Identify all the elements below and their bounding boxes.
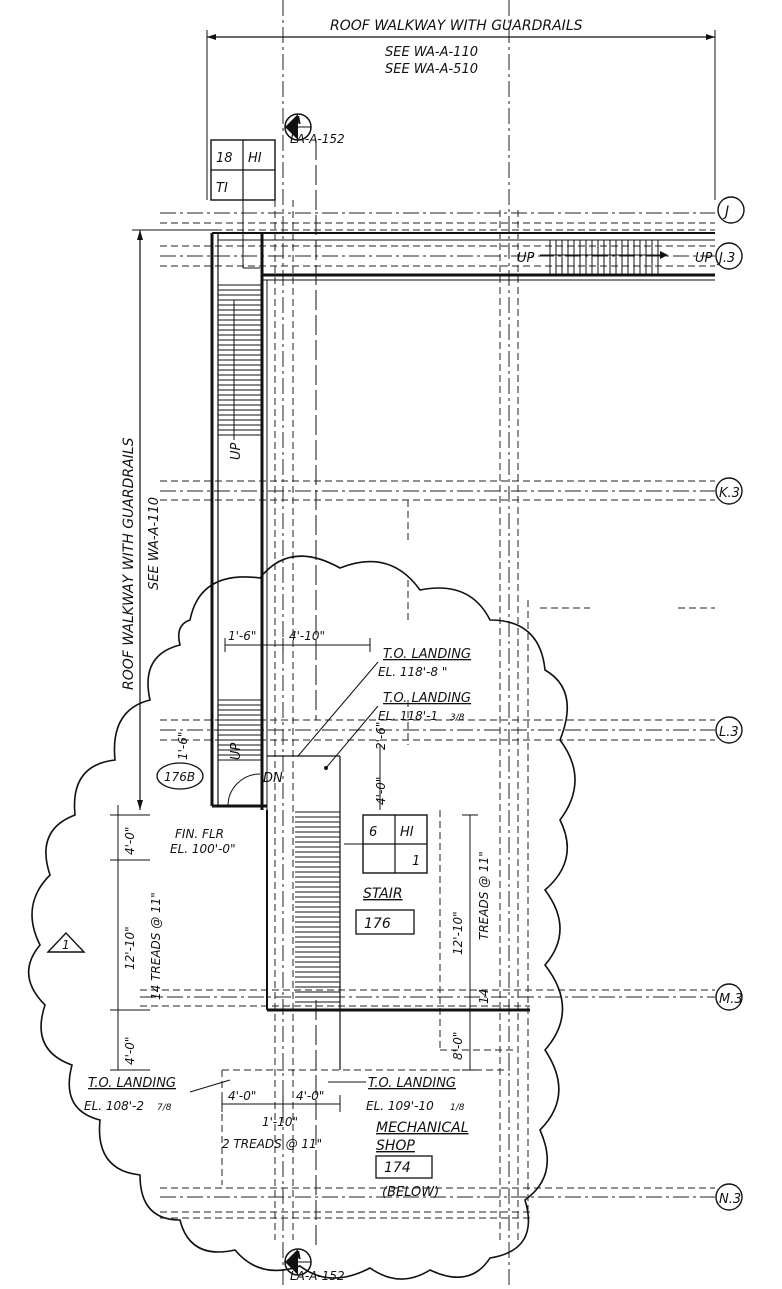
dn-label: DN [263, 771, 283, 786]
svg-text:(BELOW): (BELOW) [382, 1185, 439, 1200]
svg-text:J: J [722, 204, 729, 220]
svg-text:176: 176 [364, 916, 391, 932]
svg-text:K.3: K.3 [719, 486, 740, 501]
svg-text:J.3: J.3 [716, 251, 735, 266]
svg-text:M.3: M.3 [719, 992, 743, 1007]
svg-text:EL. 118'-1: EL. 118'-1 [378, 709, 438, 723]
landing-notes: T.O. LANDING EL. 118'-8 " T.O. LANDING E… [84, 647, 471, 1113]
svg-text:4'-10": 4'-10" [289, 629, 325, 643]
svg-text:FIN. FLR: FIN. FLR [175, 827, 224, 841]
top-walkway-ref-1: SEE WA-A-110 [385, 45, 478, 60]
svg-text:T.O. LANDING: T.O. LANDING [383, 647, 471, 662]
svg-text:1: 1 [62, 938, 70, 952]
grid-bubble-j3: J.3 [715, 242, 743, 270]
dimension-texts: 1'-6" 4'-10" 2'-6" 4'-0" 1'-6" 4'-0" 12'… [123, 629, 491, 1151]
revision-cloud [27, 555, 576, 1280]
svg-text:MECHANICAL: MECHANICAL [376, 1120, 469, 1136]
section-marker-top: A LA-A-152 [284, 113, 345, 720]
svg-text:174: 174 [384, 1160, 411, 1176]
svg-text:1'-6": 1'-6" [228, 629, 256, 643]
svg-text:14: 14 [477, 989, 491, 1004]
revision-delta: 1 [46, 931, 86, 953]
svg-text:7/8: 7/8 [157, 1103, 172, 1113]
svg-text:8'-0": 8'-0" [451, 1032, 465, 1060]
svg-text:4'-0": 4'-0" [374, 777, 388, 805]
side-walkway-dimension: ROOF WALKWAY WITH GUARDRAILS SEE WA-A-11… [121, 229, 218, 810]
room-tag-mechanical: MECHANICAL SHOP 174 (BELOW) [375, 1120, 469, 1200]
section-top-sheet: LA-A-152 [290, 132, 345, 146]
svg-text:EL. 109'-10: EL. 109'-10 [366, 1099, 434, 1113]
grid-bubble-n3: N.3 [715, 1183, 743, 1211]
door-tag: 176B [156, 762, 204, 790]
grid-bubble-l3: L.3 [715, 716, 743, 744]
grid-bubble-m3: M.3 [715, 983, 743, 1011]
svg-text:1: 1 [412, 854, 420, 869]
svg-text:12'-10": 12'-10" [451, 911, 465, 955]
svg-text:N.3: N.3 [719, 1192, 741, 1207]
side-walkway-ref: SEE WA-A-110 [147, 497, 162, 590]
svg-text:6: 6 [369, 825, 377, 840]
stair-direction-labels: UP UP UP UP DN [227, 251, 713, 807]
svg-text:EL. 108'-2: EL. 108'-2 [84, 1099, 144, 1113]
svg-text:4'-0": 4'-0" [123, 1037, 137, 1065]
room-tag-stair: STAIR 176 [355, 886, 415, 935]
svg-text:2'-6": 2'-6" [374, 722, 388, 750]
svg-text:14 TREADS @ 11": 14 TREADS @ 11" [149, 892, 163, 1000]
up-label-4: UP [695, 251, 713, 266]
svg-text:2 TREADS @ 11": 2 TREADS @ 11" [222, 1137, 322, 1151]
svg-text:3/8: 3/8 [450, 713, 465, 723]
dimension-lines [110, 638, 478, 1112]
svg-text:SHOP: SHOP [376, 1138, 415, 1154]
up-label-1: UP [229, 442, 244, 460]
svg-text:4'-0": 4'-0" [228, 1089, 256, 1103]
svg-text:STAIR: STAIR [363, 886, 403, 902]
top-walkway-dimension: ROOF WALKWAY WITH GUARDRAILS SEE WA-A-11… [206, 18, 716, 200]
top-walkway-ref-2: SEE WA-A-510 [385, 62, 478, 77]
svg-text:1'-6": 1'-6" [176, 732, 190, 760]
svg-text:1'-10": 1'-10" [262, 1115, 298, 1129]
section-top-letter: A [292, 114, 302, 127]
svg-text:18: 18 [216, 151, 233, 166]
svg-text:HI: HI [248, 151, 262, 166]
tag-block-upper: 18 HI TI [210, 139, 276, 269]
grid-bubble-j: J [717, 196, 745, 224]
tag-block-stair: 6 HI 1 [344, 814, 428, 874]
svg-text:TI: TI [216, 181, 228, 196]
svg-text:T.O. LANDING: T.O. LANDING [383, 691, 471, 706]
up-label-2: UP [229, 742, 244, 760]
svg-text:EL. 118'-8 ": EL. 118'-8 " [378, 665, 447, 679]
stair-treads [218, 240, 659, 1003]
svg-text:TREADS @ 11": TREADS @ 11" [477, 851, 491, 940]
side-walkway-title: ROOF WALKWAY WITH GUARDRAILS [121, 437, 137, 690]
up-label-3: UP [517, 251, 535, 266]
svg-text:L.3: L.3 [719, 725, 739, 740]
svg-text:4'-0": 4'-0" [296, 1089, 324, 1103]
svg-text:EL. 100'-0": EL. 100'-0" [170, 842, 236, 856]
svg-text:1/8: 1/8 [450, 1103, 465, 1113]
svg-text:T.O. LANDING: T.O. LANDING [88, 1076, 176, 1091]
svg-text:12'-10": 12'-10" [123, 926, 137, 970]
svg-text:176B: 176B [164, 770, 195, 784]
section-bottom-letter: A [292, 1249, 302, 1262]
svg-text:T.O. LANDING: T.O. LANDING [368, 1076, 456, 1091]
grid-bubble-k3: K.3 [715, 477, 743, 505]
svg-text:HI: HI [400, 825, 414, 840]
svg-text:4'-0": 4'-0" [123, 827, 137, 855]
top-walkway-title: ROOF WALKWAY WITH GUARDRAILS [330, 18, 583, 34]
